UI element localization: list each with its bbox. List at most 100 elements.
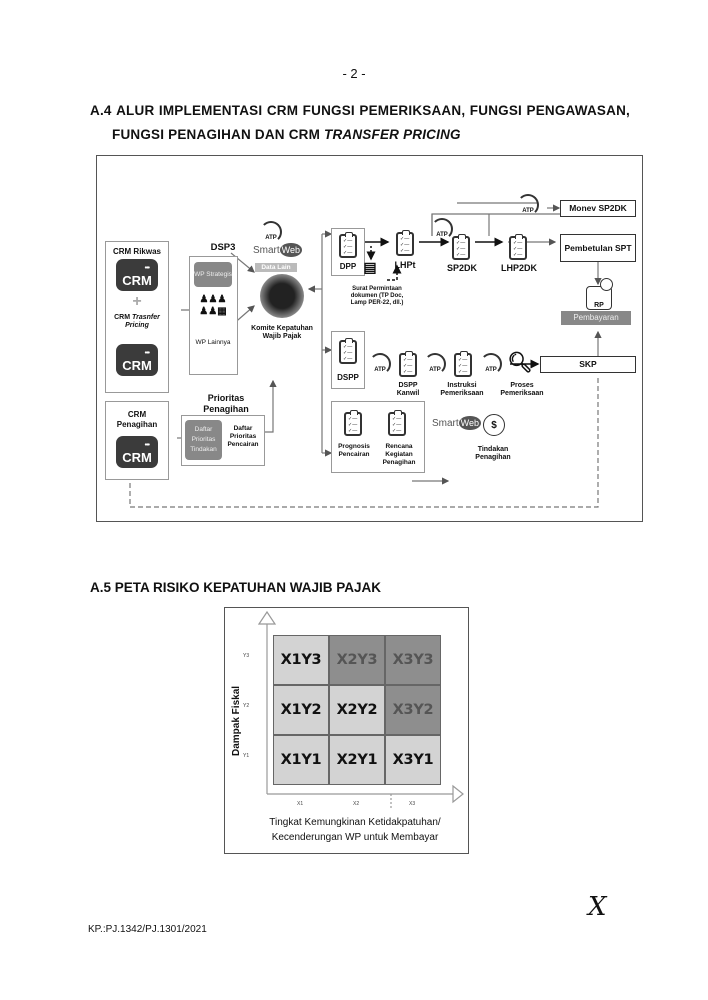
crm-logo-icon: CRM (116, 259, 158, 291)
arrow-prioritas-to-komite (263, 379, 277, 433)
y-tick-label: Y3 (243, 653, 250, 659)
dspp-box: DSPP (331, 331, 365, 389)
title-word: A.4 (90, 103, 112, 118)
crm-logo-icon: CRM (116, 436, 158, 468)
risk-map-axes (257, 610, 464, 808)
y-axis-arrow (257, 610, 277, 625)
data-lain-label: Data Lain (255, 263, 297, 272)
komite-label: Komite Kepatuhan Wajib Pajak (251, 325, 313, 341)
penagihan-plan-box: Prognosis Pencairan Rencana Kegiatan Pen… (331, 401, 425, 473)
branch-to-monev (431, 213, 589, 236)
wp-strategis-label: WP Strategis (194, 262, 232, 287)
risk-cell-x2y1: X2Y1 (329, 735, 385, 785)
monev-sp2dk-box: Monev SP2DK (560, 200, 636, 217)
dsp3-box: WP Strategis ♟♟♟♟♟▦ WP Lainnya (189, 256, 238, 375)
daftar-prioritas-tindakan: Daftar Prioritas Tindakan (185, 420, 222, 460)
risk-cell-x2y2: X2Y2 (329, 685, 385, 735)
x-tick-label: X2 (353, 801, 360, 807)
title-word: CRM (266, 103, 299, 118)
page-number: - 2 - (342, 66, 366, 81)
dpp-label: DPP (339, 262, 357, 271)
risk-cell-x1y1: X1Y1 (273, 735, 329, 785)
title-line-2: FUNGSI PENAGIHAN DAN CRM TRANSFER PRICIN… (112, 127, 630, 142)
tindakan-penagihan-label: Tindakan Penagihan (475, 446, 511, 462)
magnifier-icon: 🔍︎ (507, 352, 533, 374)
wp-lainnya-label: WP Lainnya (195, 339, 231, 346)
title-word: PENGAWASAN, (526, 103, 630, 118)
risk-cell-x3y3: X3Y3 (385, 635, 441, 685)
lhpt-clipboard-icon (396, 230, 414, 256)
signature-initial: X (588, 892, 607, 922)
rp-wallet-icon: RP (586, 286, 612, 310)
lhpt-label: LHPt (394, 260, 416, 270)
surat-permintaan-label: Surat Permintaan dokumen (TP Doc, Lamp P… (350, 286, 404, 307)
komite-group-icon (260, 274, 304, 318)
atp-gauge-icon: ATP (260, 221, 282, 243)
money-hands-icon: $ (483, 414, 505, 436)
dpp-box: DPP (331, 228, 365, 276)
x-axis-arrow (452, 784, 464, 804)
crm-logo-icon: CRM (116, 344, 158, 376)
crm-penagihan-label: CRM Penagihan (116, 410, 158, 429)
prognosis-pencairan-label: Prognosis Pencairan (338, 443, 370, 458)
x-tick-label: X3 (409, 801, 416, 807)
title-line-2-text: FUNGSI PENAGIHAN DAN CRM (112, 127, 325, 142)
clipboard-icon (339, 232, 357, 258)
instruksi-pemeriksaan-label: Instruksi Pemeriksaan (440, 382, 484, 398)
rp-label: RP (594, 302, 604, 309)
prioritas-penagihan-title: Prioritas Penagihan (203, 393, 249, 414)
dspp-kanwil-clipboard-icon (399, 351, 417, 377)
title-word: FUNGSI (469, 103, 522, 118)
people-group-icon: ♟♟♟♟♟▦ (199, 294, 227, 317)
risk-cell-x1y3: X1Y3 (273, 635, 329, 685)
rencana-kegiatan-label: Rencana Kegiatan Penagihan (382, 443, 416, 466)
dsp3-title: DSP3 (210, 242, 236, 253)
lhp2dk-clipboard-icon (509, 234, 527, 260)
risk-cell-x3y1: X3Y1 (385, 735, 441, 785)
clipboard-icon (339, 338, 357, 364)
atp-gauge-icon: ATP (480, 353, 502, 375)
sp2dk-label: SP2DK (446, 263, 477, 273)
plus-icon: + (132, 293, 142, 310)
section-a5-title: A.5 PETA RISIKO KEPATUHAN WAJIB PAJAK (90, 580, 382, 595)
atp-gauge-icon: ATP (369, 353, 391, 375)
crm-transfer-pricing-label: CRM Trasnfer Pricing (114, 314, 160, 330)
title-word: IMPLEMENTASI (158, 103, 263, 118)
x-tick-label: X1 (297, 801, 304, 807)
title-word: PEMERIKSAAN, (359, 103, 466, 118)
title-word: ALUR (116, 103, 155, 118)
crm-penagihan-box: CRM Penagihan CRM (105, 401, 169, 480)
atp-gauge-icon: ATP (517, 194, 539, 216)
pembayaran-label: Pembayaran (561, 311, 631, 325)
crm-rikwas-label: CRM Rikwas (112, 247, 161, 256)
lhp2dk-label: LHP2DK (500, 263, 537, 273)
proses-pemeriksaan-label: Proses Pemeriksaan (500, 382, 544, 398)
sp2dk-clipboard-icon (452, 234, 470, 260)
dspp-kanwil-label: DSPP Kanwil (396, 382, 420, 398)
atp-gauge-icon: ATP (431, 218, 453, 240)
risk-cell-x1y2: X1Y2 (273, 685, 329, 735)
crm-flow-diagram: CRM Rikwas CRM + CRM Trasnfer Pricing CR… (96, 155, 643, 522)
dashed-feedback-line (129, 378, 599, 508)
x-axis-label: Tingkat Kemungkinan Ketidakpatuhan/Kecen… (269, 817, 441, 843)
document-code: KP.:PJ.1342/PJ.1301/2021 (88, 924, 207, 935)
daftar-prioritas-pencairan: Daftar Prioritas Pencairan (227, 425, 259, 448)
dspp-label: DSPP (337, 373, 359, 382)
title-word: FUNGSI (302, 103, 355, 118)
title-line-2-italic: TRANSFER PRICING (324, 127, 461, 142)
y-axis-label: Dampak Fiskal (231, 685, 242, 756)
coin-icon (600, 278, 613, 291)
pembetulan-spt-box: Pembetulan SPT (560, 234, 636, 262)
instruksi-clipboard-icon (454, 351, 472, 377)
document-list-icon: ▤ (363, 259, 377, 275)
risk-cell-x3y2: X3Y2 (385, 685, 441, 735)
y-tick-label: Y2 (243, 703, 250, 709)
risk-cell-x2y3: X2Y3 (329, 635, 385, 685)
clipboard-icon (344, 410, 362, 436)
atp-gauge-icon: ATP (424, 353, 446, 375)
skp-box: SKP (540, 356, 636, 373)
